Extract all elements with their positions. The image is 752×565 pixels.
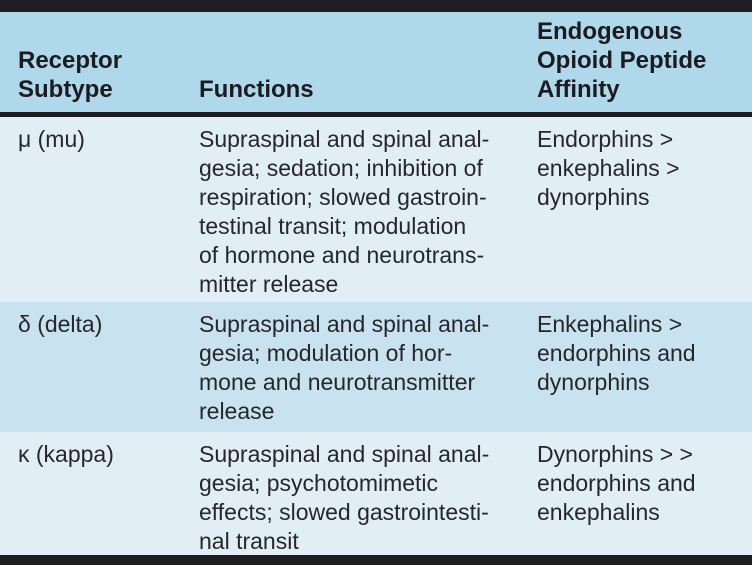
bottom-border-rule bbox=[0, 555, 752, 565]
functions-text: Supraspinal and spinal anal- gesia; modu… bbox=[199, 311, 490, 424]
functions-text: Supraspinal and spinal anal- gesia; seda… bbox=[199, 126, 490, 297]
column-header-label: Functions bbox=[199, 76, 314, 103]
receptor-label: μ (mu) bbox=[18, 126, 85, 152]
functions-text: Supraspinal and spinal anal- gesia; psyc… bbox=[199, 441, 490, 554]
table-header-row: Receptor Subtype Functions Endogenous Op… bbox=[0, 12, 752, 112]
header-separator-rule bbox=[0, 112, 752, 117]
affinity-text: Enkephalins > endorphins and dynorphins bbox=[537, 311, 696, 395]
receptor-label: κ (kappa) bbox=[18, 441, 114, 467]
functions-cell: Supraspinal and spinal anal- gesia; seda… bbox=[199, 125, 537, 302]
functions-cell: Supraspinal and spinal anal- gesia; modu… bbox=[199, 310, 537, 432]
functions-cell: Supraspinal and spinal anal- gesia; psyc… bbox=[199, 440, 537, 555]
column-header-affinity: Endogenous Opioid Peptide Affinity bbox=[537, 17, 752, 104]
top-border-rule bbox=[0, 0, 752, 12]
receptor-label: δ (delta) bbox=[18, 311, 103, 337]
column-header-receptor-subtype: Receptor Subtype bbox=[0, 46, 199, 104]
column-header-label: Endogenous Opioid Peptide Affinity bbox=[537, 18, 707, 103]
column-header-label: Receptor Subtype bbox=[18, 47, 123, 103]
table-row-delta: δ (delta) Supraspinal and spinal anal- g… bbox=[0, 302, 752, 432]
affinity-text: Endorphins > enkephalins > dynorphins bbox=[537, 126, 680, 210]
affinity-cell: Enkephalins > endorphins and dynorphins bbox=[537, 310, 752, 432]
receptor-cell: δ (delta) bbox=[0, 310, 199, 432]
affinity-cell: Endorphins > enkephalins > dynorphins bbox=[537, 125, 752, 302]
receptor-cell: κ (kappa) bbox=[0, 440, 199, 555]
column-header-functions: Functions bbox=[199, 75, 537, 104]
table-row-kappa: κ (kappa) Supraspinal and spinal anal- g… bbox=[0, 432, 752, 555]
affinity-text: Dynorphins > > endorphins and enkephalin… bbox=[537, 441, 696, 525]
affinity-cell: Dynorphins > > endorphins and enkephalin… bbox=[537, 440, 752, 555]
table-row-mu: μ (mu) Supraspinal and spinal anal- gesi… bbox=[0, 117, 752, 302]
receptor-cell: μ (mu) bbox=[0, 125, 199, 302]
